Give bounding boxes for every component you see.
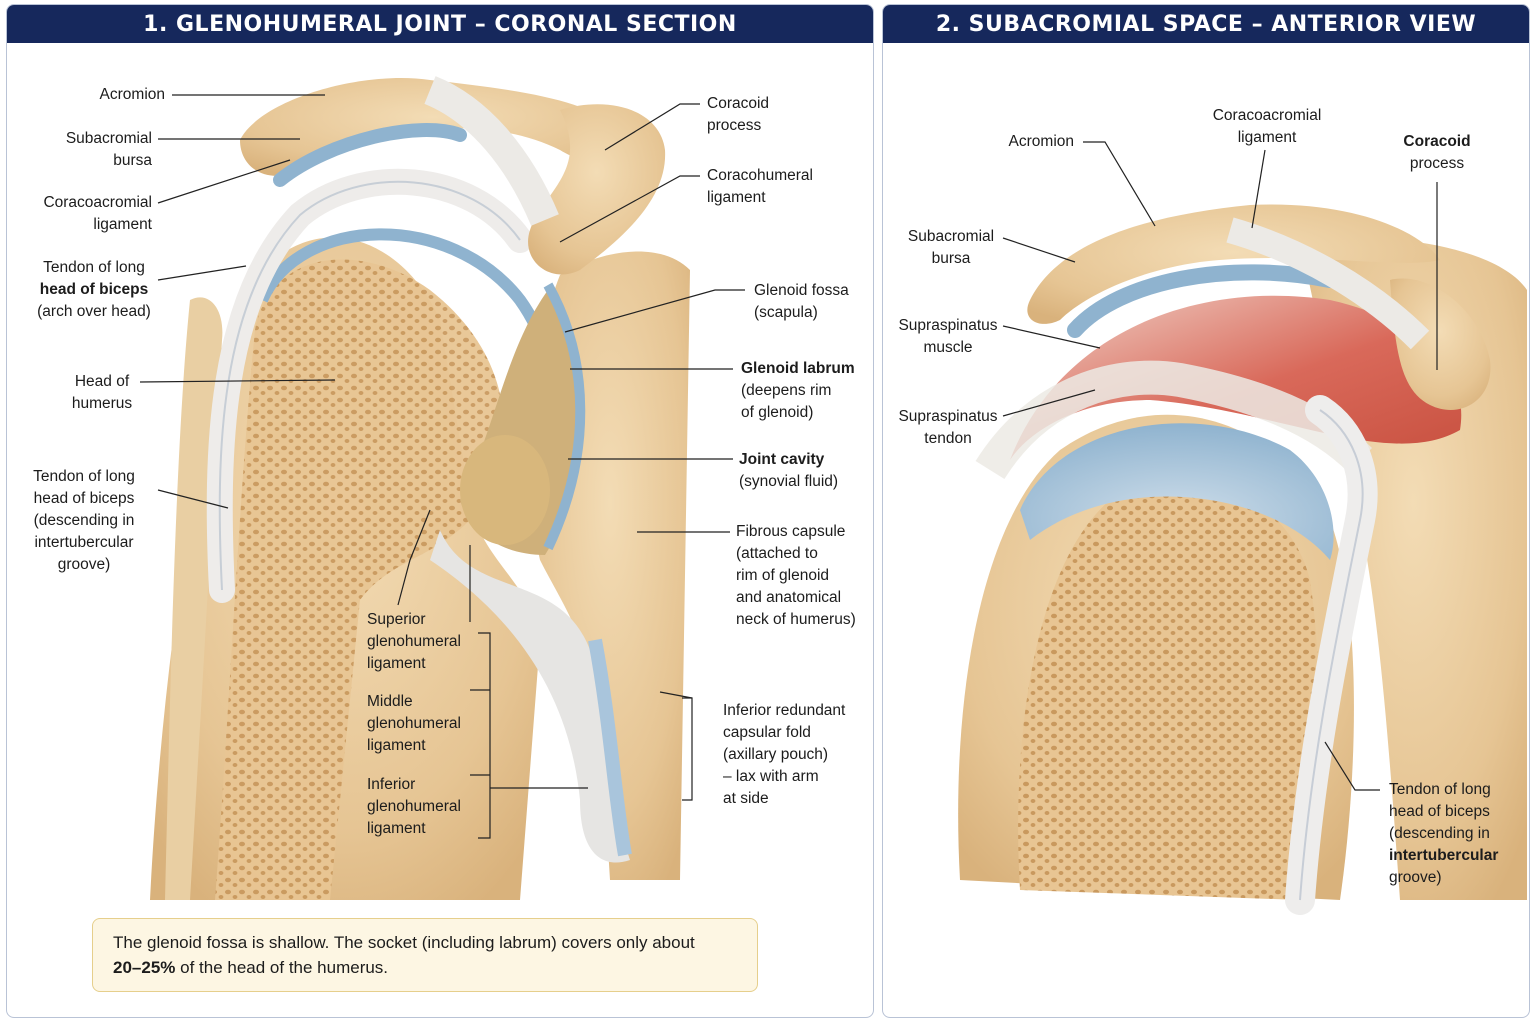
- leader-lines-left: [139, 94, 745, 839]
- label-glenoid-fossa: Glenoid fossa(scapula): [754, 282, 849, 321]
- panel-title-coronal: 1. GLENOHUMERAL JOINT – CORONAL SECTION: [7, 5, 873, 43]
- coracoid-right: [1390, 278, 1491, 410]
- leader-lines-right: [1002, 141, 1438, 791]
- label-acromion-right: Acromion: [1008, 133, 1074, 150]
- coracoid-left: [528, 104, 666, 275]
- joint-cavity-fluid: [460, 435, 550, 545]
- note-box: The glenoid fossa is shallow. The socket…: [92, 918, 758, 992]
- coracoacromial-ligament-left: [424, 76, 559, 226]
- glenoid-labrum: [543, 282, 586, 551]
- humerus-right-spongy: [1018, 479, 1319, 900]
- note-text-a: The glenoid fossa is shallow. The socket…: [113, 933, 695, 952]
- humeral-head-cartilage-right: [1020, 423, 1334, 560]
- humeral-head-spongy: [215, 259, 504, 901]
- right-artwork: [958, 141, 1527, 915]
- acromion-right: [1027, 204, 1440, 324]
- supraspinatus-tendon-right: [975, 360, 1373, 480]
- panel-title-anterior: 2. SUBACROMIAL SPACE – ANTERIOR VIEW: [883, 5, 1529, 43]
- label-acromion-left: Acromion: [99, 86, 165, 103]
- subacromial-bursa-right: [1067, 264, 1338, 338]
- lateral-cortex: [165, 297, 223, 901]
- label-joint-cavity: Joint cavity(synovial fluid): [739, 451, 839, 490]
- note-highlight: 20–25%: [113, 958, 176, 977]
- axillary-pouch: [430, 530, 630, 863]
- left-artwork: [139, 76, 745, 901]
- subacromial-bursa-left: [273, 123, 467, 187]
- note-text-b: of the head of the humerus.: [175, 958, 389, 977]
- coracoacromial-ligament-right: [1226, 217, 1430, 350]
